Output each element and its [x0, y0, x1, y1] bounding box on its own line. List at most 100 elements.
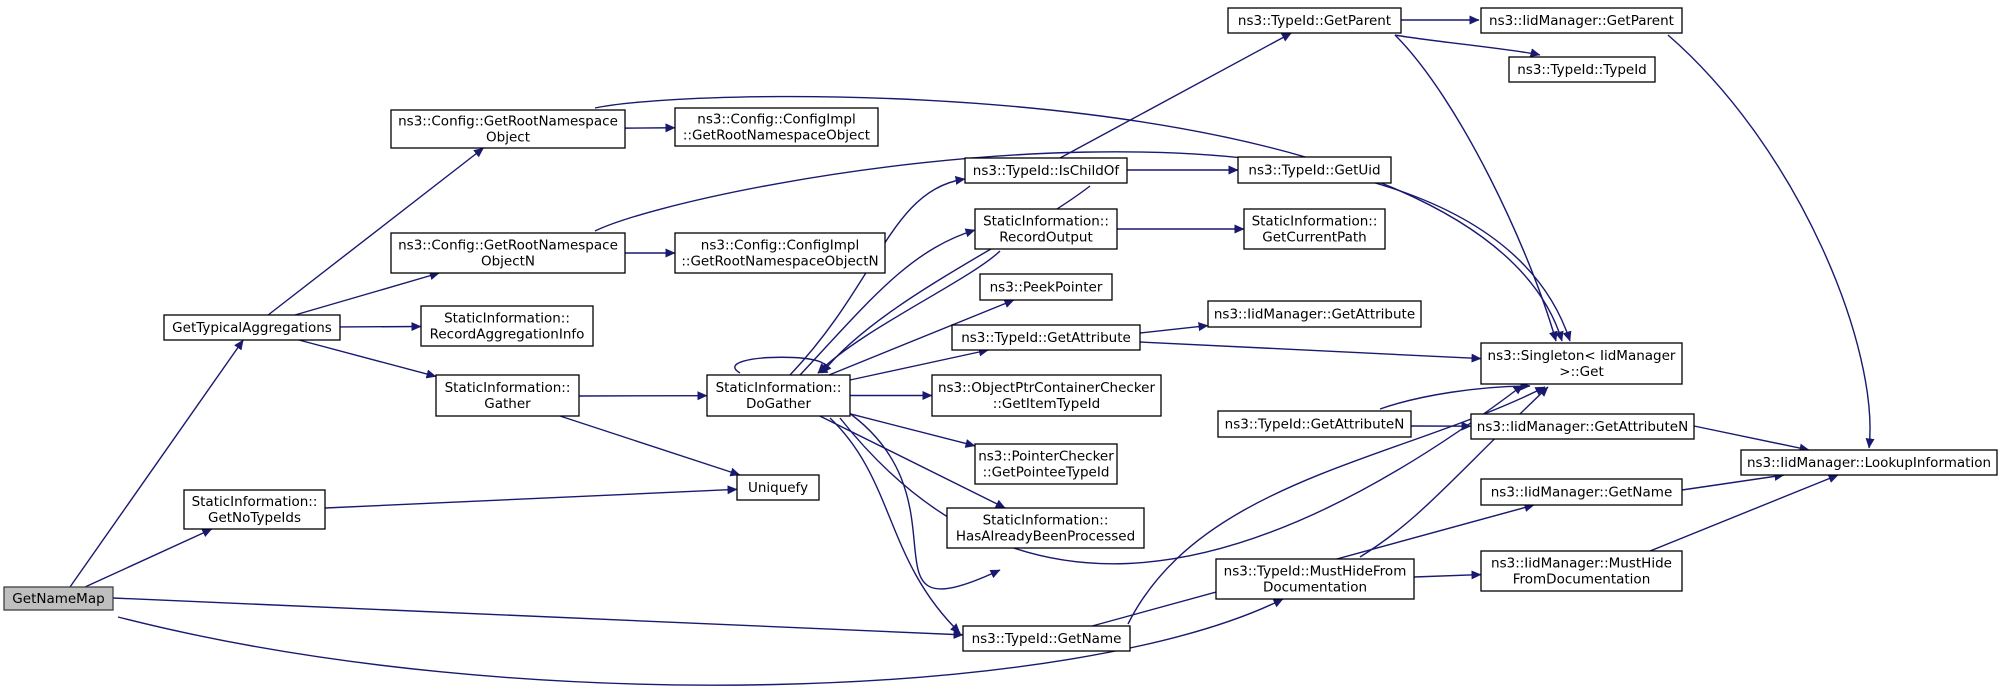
function-node[interactable]: StaticInformation::HasAlreadyBeenProcess…: [946, 507, 1145, 549]
node-box: [964, 157, 1128, 184]
node-label: StaticInformation::: [445, 380, 571, 396]
function-node[interactable]: StaticInformation::GetCurrentPath: [1243, 208, 1386, 250]
node-label: Object: [486, 130, 530, 146]
call-edge: [1667, 34, 1875, 449]
node-label: ns3::IidManager::LookupInformation: [1747, 455, 1991, 471]
node-box: [183, 489, 326, 530]
call-edge: [829, 417, 961, 634]
function-node[interactable]: Uniquefy: [736, 474, 820, 501]
node-box: [1470, 413, 1695, 440]
node-label: ObjectN: [481, 254, 535, 270]
function-node[interactable]: ns3::TypeId::IsChildOf: [964, 157, 1128, 184]
call-edge: [1139, 322, 1209, 334]
function-node[interactable]: ns3::Singleton< IidManager >::Get: [1480, 342, 1683, 385]
edge-arrow: [1139, 341, 1482, 363]
node-label: ns3::TypeId::IsChildOf: [973, 163, 1121, 179]
node-box: [974, 443, 1118, 485]
node-label: HasAlreadyBeenProcessed: [956, 529, 1135, 545]
node-box: [435, 374, 580, 417]
function-node[interactable]: ns3::IidManager::GetParent: [1480, 7, 1683, 34]
function-node[interactable]: StaticInformation::Gather: [435, 374, 580, 417]
call-edge: [324, 485, 738, 509]
node-label: ns3::TypeId::TypeId: [1517, 62, 1647, 78]
edge-arrow: [828, 299, 1015, 376]
function-node[interactable]: ns3::IidManager::GetAttributeN: [1470, 413, 1695, 440]
function-node[interactable]: ns3::Config::ConfigImpl::GetRootNamespac…: [674, 232, 886, 274]
function-node[interactable]: ns3::IidManager::GetAttribute: [1207, 300, 1422, 328]
call-edge: [69, 339, 244, 588]
function-node[interactable]: ns3::Config::GetRootNamespaceObjectN: [390, 232, 626, 274]
node-label: ns3::ObjectPtrContainerChecker: [938, 380, 1156, 396]
node-label: GetNameMap: [12, 591, 104, 607]
node-label: ns3::Config::GetRootNamespace: [398, 238, 618, 254]
function-node[interactable]: ns3::ObjectPtrContainerChecker::GetItemT…: [931, 374, 1162, 417]
call-edge: [849, 347, 989, 381]
call-edge: [559, 415, 741, 477]
function-node[interactable]: ns3::IidManager::MustHideFromDocumentati…: [1480, 550, 1683, 592]
node-label: ns3::Config::ConfigImpl: [701, 238, 859, 254]
node-label: StaticInformation::: [716, 380, 842, 396]
edge-arrow: [821, 185, 1091, 374]
call-edge: [844, 409, 1001, 590]
edge-arrow: [69, 339, 244, 588]
node-box: [1480, 478, 1683, 506]
node-label: StaticInformation::: [444, 311, 570, 327]
node-box: [1217, 410, 1412, 438]
function-node[interactable]: ns3::TypeId::GetAttributeN: [1217, 410, 1412, 438]
node-label: ::GetPointeeTypeId: [983, 465, 1110, 481]
function-node[interactable]: ns3::TypeId::GetUid: [1237, 156, 1392, 184]
function-node[interactable]: StaticInformation::DoGather: [706, 374, 851, 417]
function-node[interactable]: StaticInformation::RecordAggregationInfo: [420, 305, 594, 347]
edge-arrow: [849, 413, 976, 448]
node-label: StaticInformation::: [983, 513, 1109, 529]
edge-arrow: [1413, 570, 1482, 580]
node-label: ns3::IidManager::MustHide: [1491, 556, 1672, 572]
function-node[interactable]: StaticInformation::RecordOutput: [974, 208, 1118, 250]
node-box: [1480, 342, 1683, 385]
node-label: Documentation: [1263, 580, 1367, 596]
function-node[interactable]: ns3::PeekPointer: [979, 273, 1113, 301]
function-node[interactable]: ns3::TypeId::GetAttribute: [951, 324, 1141, 351]
function-node[interactable]: ns3::PointerChecker::GetPointeeTypeId: [974, 443, 1118, 485]
node-label: GetCurrentPath: [1262, 230, 1366, 246]
node-box: [1740, 449, 1998, 476]
function-node[interactable]: ns3::Config::ConfigImpl::GetRootNamespac…: [674, 107, 879, 147]
function-node[interactable]: ns3::Config::GetRootNamespaceObject: [390, 109, 626, 149]
function-nodes: GetNameMapGetTypicalAggregationsStaticIn…: [3, 7, 1998, 652]
call-edge: [839, 384, 1524, 565]
call-edge: [294, 271, 440, 316]
function-node[interactable]: ns3::TypeId::GetParent: [1227, 7, 1402, 34]
function-node[interactable]: StaticInformation::GetNoTypeIds: [183, 489, 326, 530]
function-node[interactable]: ns3::TypeId::GetName: [962, 625, 1131, 652]
call-edge: [1139, 341, 1482, 363]
edge-arrow: [844, 409, 1001, 590]
node-label: ns3::IidManager::GetAttribute: [1214, 307, 1415, 323]
call-edge: [849, 413, 976, 448]
node-box: [962, 625, 1131, 652]
function-node[interactable]: ns3::IidManager::LookupInformation: [1740, 449, 1998, 476]
edge-arrow: [559, 415, 741, 477]
node-box: [931, 374, 1162, 417]
node-box: [736, 474, 820, 501]
function-node[interactable]: GetTypicalAggregations: [163, 314, 341, 341]
node-box: [974, 208, 1118, 250]
edge-arrow: [84, 528, 213, 588]
node-box: [3, 586, 114, 611]
node-box: [1207, 300, 1422, 328]
node-box: [163, 314, 341, 341]
node-label: StaticInformation::: [192, 494, 318, 510]
node-box: [706, 374, 851, 417]
node-label: ns3::TypeId::GetAttribute: [961, 330, 1131, 346]
call-edge: [1394, 34, 1541, 58]
function-node[interactable]: ns3::TypeId::TypeId: [1508, 56, 1656, 83]
node-box: [1243, 208, 1386, 250]
node-label: DoGather: [746, 396, 812, 412]
function-node[interactable]: ns3::IidManager::GetName: [1480, 478, 1683, 506]
edge-arrow: [594, 95, 1564, 342]
edge-arrow: [839, 384, 1524, 565]
edge-arrow: [594, 151, 1572, 342]
root-function-node[interactable]: GetNameMap: [3, 586, 114, 611]
call-edge: [267, 147, 484, 316]
